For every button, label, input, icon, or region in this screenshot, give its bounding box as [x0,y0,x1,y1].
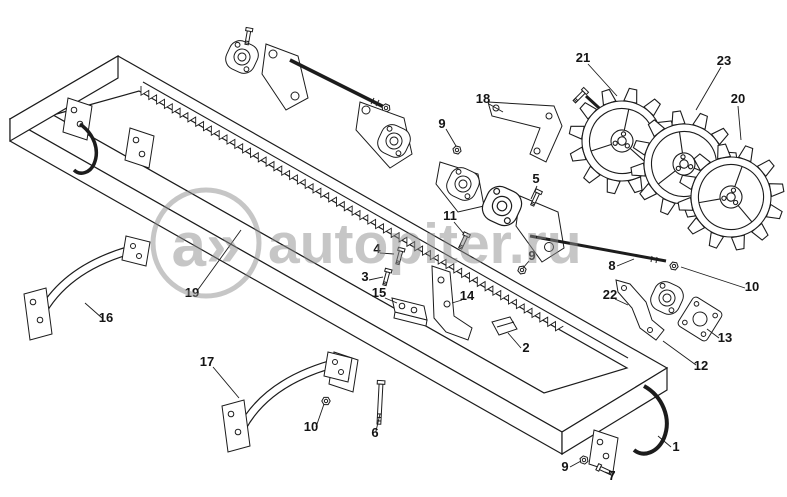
callout-label-10b: 10 [304,419,318,434]
mount-tab-left2 [124,127,155,169]
nut-10b [321,396,331,406]
callout-label-13: 13 [718,330,732,345]
spring-tine-1 [632,384,669,456]
triangle-plate-mid [515,195,565,263]
machine-frame [8,54,669,456]
bolt-6 [374,379,386,425]
callout-label-1: 1 [672,439,679,454]
callout-labels: 21 23 20 18 9 5 11 4 9 8 3 10 22 15 1 9 1… [99,50,759,483]
callout-label-10a: 10 [745,279,759,294]
watermark-logo-text: a» [172,211,241,280]
serrated-knife-bar [140,81,629,359]
callout-label-2: 2 [522,340,529,355]
frame-right-end-face [561,366,668,456]
callout-label-4: 4 [373,241,381,256]
bolt-wheel [571,86,590,105]
bracket-plate-top [261,43,309,111]
callout-label-6: 6 [371,425,378,440]
support-arm-16 [23,235,151,341]
callout-label-15: 15 [372,285,386,300]
callout-label-7: 7 [608,468,615,483]
support-arm-17 [221,351,353,453]
shim-plate-15 [391,297,428,327]
watermark-logo-circle [150,187,262,299]
callout-label-20: 20 [731,91,745,106]
callout-label-11: 11 [443,208,457,223]
flange-plate-13 [677,296,723,342]
callout-label-12: 12 [694,358,708,373]
nut-10a [668,261,680,271]
mount-tab-right [588,429,619,473]
callout-label-8: 8 [608,258,615,273]
nut-9c [578,454,590,466]
tension-rod [289,58,392,114]
callout-label-22: 22 [603,287,617,302]
callout-label-5: 5 [532,171,539,186]
callout-label-3: 3 [361,269,368,284]
callout-label-9a: 9 [438,116,445,131]
callout-label-21: 21 [576,50,590,65]
strap-bracket-22 [615,279,665,341]
wedge-2 [491,316,518,336]
callout-label-16: 16 [99,310,113,325]
mount-tab-left [62,97,93,141]
callout-label-14: 14 [460,288,475,303]
callout-label-9b: 9 [528,248,535,263]
nut-9a [451,144,463,156]
callout-label-23: 23 [717,53,731,68]
callout-label-17: 17 [200,354,214,369]
leader-lines [84,63,746,475]
bracket-18 [487,101,563,163]
knife-bar-top-edge [142,81,629,359]
serrated-knife-bar-teeth [140,86,564,332]
flange-bearing-1 [214,29,270,85]
packer-wheels [559,78,787,265]
frame-left-end-face [9,54,119,143]
spring-tine-left [72,122,99,175]
watermark: a» autopiter.ru [150,187,582,299]
watermark-text: autopiter.ru [268,212,582,276]
callout-label-9c: 9 [561,459,568,474]
axle-rod-8 [529,234,667,264]
callout-label-18: 18 [476,91,490,106]
